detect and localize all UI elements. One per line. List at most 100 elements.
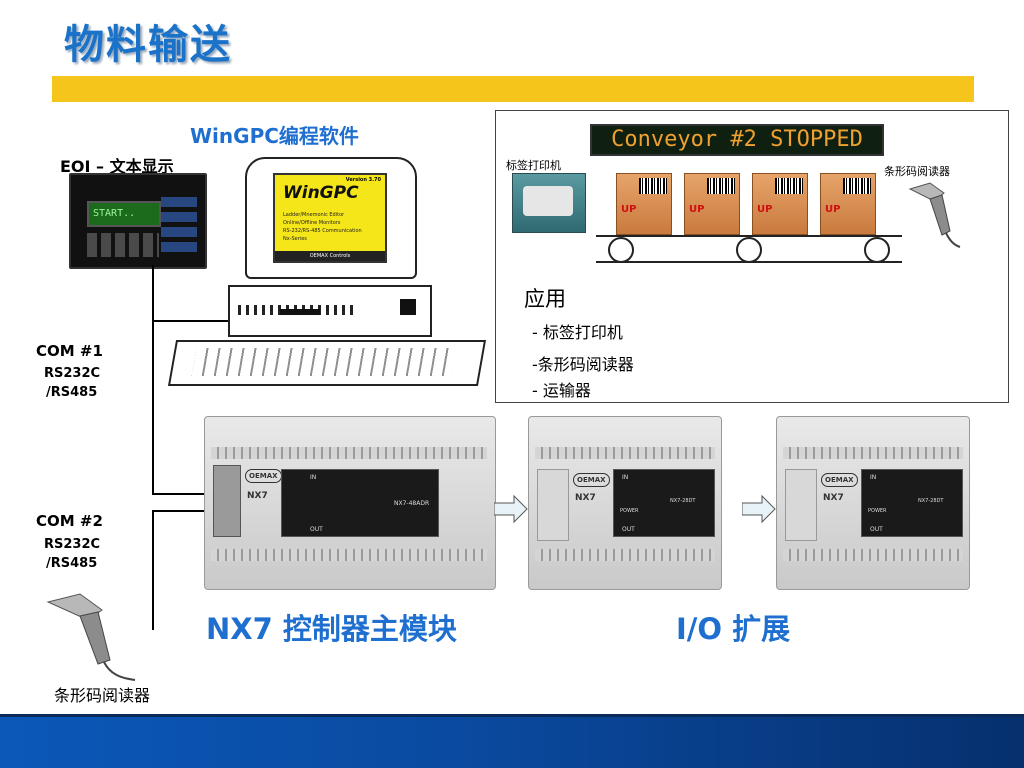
barcode-scanner-icon <box>908 182 961 248</box>
plc-io1-part: NX7-28DT <box>670 498 696 504</box>
plc-io1-model: NX7 <box>575 493 596 503</box>
conveyor-roller <box>736 237 762 263</box>
box-barcode <box>843 178 871 194</box>
com1-line2: /RS485 <box>46 385 98 400</box>
plc-main-out: OUT <box>310 526 323 533</box>
plc-main-model: NX7 <box>247 491 268 501</box>
plc-io2-model: NX7 <box>823 493 844 503</box>
title-accent-bar <box>52 76 974 102</box>
plc-io1-cover <box>537 469 569 541</box>
software-label: WinGPC编程软件 <box>190 124 359 148</box>
monitor-menu-item: RS-232/RS-485 Communication <box>283 228 362 234</box>
plc-main-bottom-terminals <box>211 549 487 561</box>
plc-io2-cover <box>785 469 817 541</box>
plc-io2-led-panel: IN POWER NX7-28DT OUT <box>861 469 963 537</box>
plc-io-module-1: OEMAX NX7 IN POWER NX7-28DT OUT <box>528 416 722 590</box>
com2-line2: /RS485 <box>46 556 98 571</box>
slide-title: 物料输送 <box>64 22 232 68</box>
conveyor-status-sign: Conveyor #2 STOPPED <box>590 124 884 156</box>
plc-io-module-2: OEMAX NX7 IN POWER NX7-28DT OUT <box>776 416 970 590</box>
conveyor-roller <box>608 237 634 263</box>
barcode-reader-right-label: 条形码阅读器 <box>884 165 950 178</box>
eoi-keypad-bottom <box>87 233 159 257</box>
plc-io1-led-panel: IN POWER NX7-28DT OUT <box>613 469 715 537</box>
plc-io2-top-terminals <box>783 447 963 459</box>
monitor-version: Version 3.70 <box>345 177 381 183</box>
label-printer-image <box>512 173 586 233</box>
box-up-label: UP <box>621 204 637 215</box>
barcode-reader-icon <box>46 593 136 681</box>
plc-io2-brand: OEMAX <box>821 473 858 487</box>
plc-io2-in: IN <box>870 474 877 481</box>
barcode-reader-label: 条形码阅读器 <box>54 686 151 705</box>
box-up-label: UP <box>757 204 773 215</box>
com2-line1: RS232C <box>44 537 101 552</box>
cargo-box: UP <box>684 173 740 235</box>
cargo-box: UP <box>616 173 672 235</box>
plc-main-module: OEMAX NX7 IN OUT NX7-48ADR <box>204 416 496 590</box>
monitor-menu-item: Online/Offline Monitors <box>283 220 341 226</box>
wire-eoi-vertical <box>152 265 154 495</box>
cargo-box: UP <box>820 173 876 235</box>
footer-bar <box>0 714 1024 768</box>
plc-io1-bottom-terminals <box>535 549 715 561</box>
eoi-label: EOI – 文本显示 <box>60 157 174 176</box>
plc-main-brand: OEMAX <box>245 469 282 483</box>
box-up-label: UP <box>825 204 841 215</box>
plc-main-com-port <box>213 465 241 537</box>
computer-monitor: Version 3.70 WinGPC Ladder/Mnemonic Edit… <box>245 157 417 279</box>
eoi-keypad-right <box>161 197 197 255</box>
arrow-right-icon <box>742 494 776 524</box>
box-barcode <box>775 178 803 194</box>
application-panel: 标签打印机 条形码阅读器 UP UP UP UP 应用 - 标签打印机 -条形码… <box>495 110 1009 403</box>
plc-main-in: IN <box>310 474 317 481</box>
computer-case <box>228 285 432 337</box>
application-item: - 运输器 <box>532 381 591 400</box>
label-printer-label: 标签打印机 <box>506 159 561 172</box>
wire-to-pc <box>152 320 228 322</box>
com2-label: COM #2 <box>36 512 103 530</box>
main-module-label: NX7 控制器主模块 <box>206 612 457 646</box>
conveyor-top <box>596 235 902 237</box>
wire-com2-vertical <box>152 510 154 630</box>
wire-com2-plc <box>152 510 212 512</box>
application-heading: 应用 <box>524 287 566 311</box>
eoi-screen: START.. <box>87 201 161 227</box>
wire-com1-plc <box>152 493 212 495</box>
plc-io2-out: OUT <box>870 526 883 533</box>
plc-main-led-panel: IN OUT NX7-48ADR <box>281 469 439 537</box>
com1-label: COM #1 <box>36 342 103 360</box>
printer-icon <box>523 186 573 216</box>
keyboard <box>167 340 487 386</box>
plc-io1-in: IN <box>622 474 629 481</box>
plc-io1-top-terminals <box>535 447 715 459</box>
plc-io2-part: NX7-28DT <box>918 498 944 504</box>
io-expansion-label: I/O 扩展 <box>676 612 791 646</box>
plc-main-part: NX7-48ADR <box>394 500 430 507</box>
conveyor-roller <box>864 237 890 263</box>
application-item: -条形码阅读器 <box>532 355 634 374</box>
box-barcode <box>707 178 735 194</box>
com1-line1: RS232C <box>44 366 101 381</box>
box-barcode <box>639 178 667 194</box>
plc-main-top-terminals <box>211 447 487 459</box>
monitor-logo: WinGPC <box>283 183 359 203</box>
plc-io1-brand: OEMAX <box>573 473 610 487</box>
plc-io1-power: POWER <box>620 508 639 514</box>
floppy-drive <box>280 309 320 315</box>
application-item: - 标签打印机 <box>532 323 623 342</box>
power-button <box>400 299 416 315</box>
keyboard-keys <box>191 348 457 376</box>
monitor-menu-item: Nx-Series <box>283 236 307 242</box>
box-up-label: UP <box>689 204 705 215</box>
plc-io1-out: OUT <box>622 526 635 533</box>
cargo-box: UP <box>752 173 808 235</box>
arrow-right-icon <box>494 494 528 524</box>
monitor-menu: Ladder/Mnemonic Editor Online/Offline Mo… <box>283 211 362 243</box>
plc-io2-power: POWER <box>868 508 887 514</box>
plc-io2-bottom-terminals <box>783 549 963 561</box>
monitor-screen: Version 3.70 WinGPC Ladder/Mnemonic Edit… <box>273 173 387 263</box>
monitor-footer: OEMAX Controls <box>275 251 385 261</box>
footer-divider <box>0 714 1024 717</box>
monitor-menu-item: Ladder/Mnemonic Editor <box>283 212 345 218</box>
